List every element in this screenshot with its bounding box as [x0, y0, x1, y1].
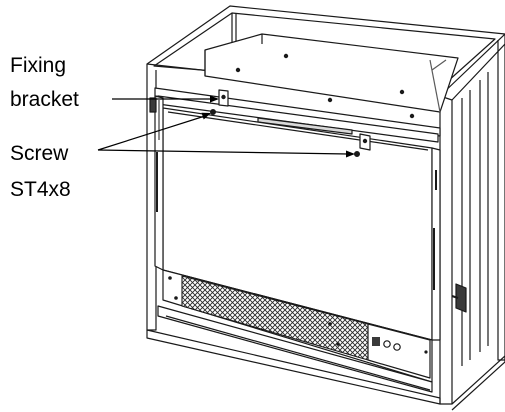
fixing-bracket-label-line2: bracket: [10, 88, 79, 111]
left-side-clip: [149, 97, 157, 113]
right-side-latch: [451, 283, 467, 313]
fixing-bracket-left: [218, 89, 229, 107]
screw-leader-line-upper: [97, 112, 211, 151]
fixing-bracket-right: [359, 133, 371, 151]
screw-left: [210, 108, 217, 115]
screw-size-label: ST4x8: [10, 178, 71, 201]
screw-label: Screw: [10, 142, 69, 165]
bracket-leader-line: [112, 95, 219, 103]
fireplace-insert: [154, 87, 441, 393]
fixing-bracket-label-line1: Fixing: [10, 54, 67, 77]
top-back-housing: [204, 33, 459, 119]
screw-right: [354, 151, 361, 158]
screw-leader-line-lower: [97, 149, 355, 158]
